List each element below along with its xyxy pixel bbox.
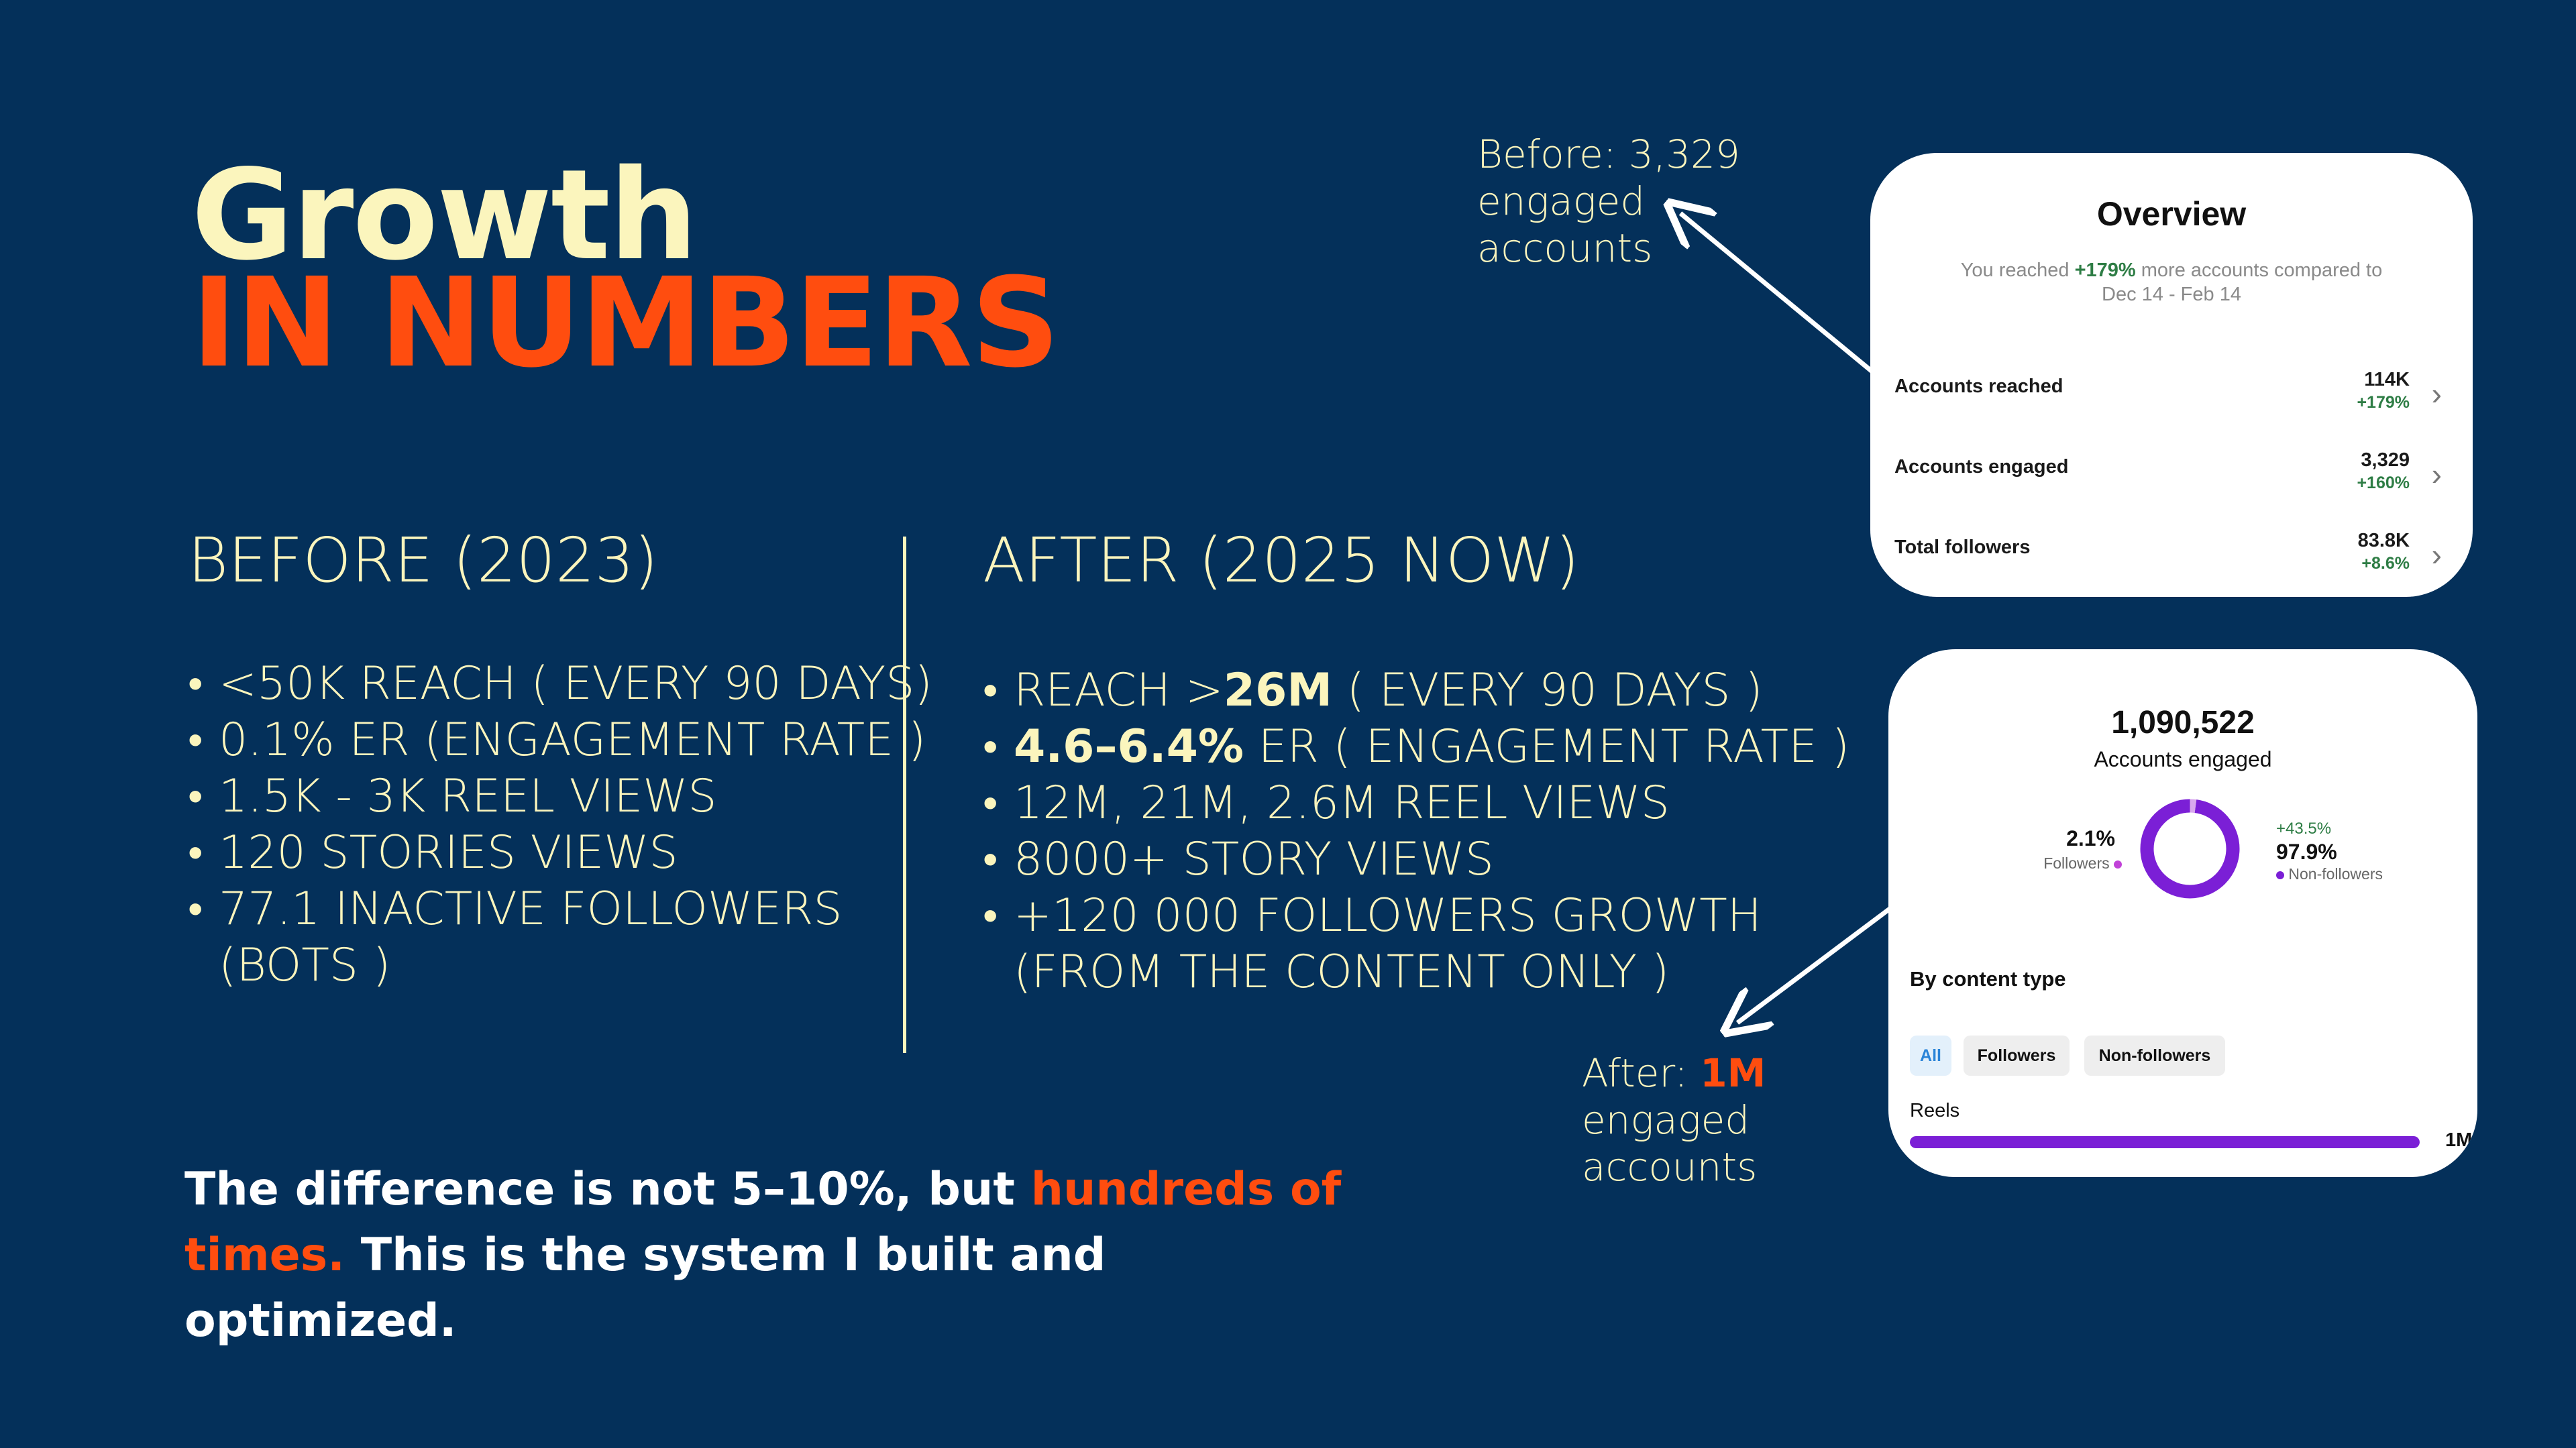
chip-followers[interactable]: Followers	[1964, 1036, 2070, 1076]
by-content-type-title: By content type	[1910, 967, 2066, 991]
before-item: 0.1% ER (ENGAGEMENT RATE )	[188, 712, 932, 769]
before-item-continued: (BOTS )	[219, 939, 391, 992]
donut-segment-followers	[2140, 799, 2240, 899]
after-item: 8000+ STORY VIEWS	[983, 832, 1849, 888]
overview-card: Overview You reached +179% more accounts…	[1870, 153, 2473, 597]
callout-after: After: 1M engaged accounts	[1582, 1050, 1766, 1190]
after-list: REACH >26M ( EVERY 90 DAYS ) 4.6–6.4% ER…	[983, 663, 1849, 1001]
followers-legend: Followers	[2043, 854, 2122, 873]
before-item: 77.1 INACTIVE FOLLOWERS	[188, 881, 932, 938]
nonfollowers-legend: Non-followers	[2276, 865, 2383, 883]
accounts-engaged-total: 1,090,522	[2111, 705, 2255, 740]
after-item: REACH >26M ( EVERY 90 DAYS )	[983, 663, 1849, 719]
engagement-donut	[2140, 799, 2240, 899]
title-line-2: IN NUMBERS	[191, 252, 1060, 395]
accounts-engaged-label: Accounts engaged	[2094, 747, 2272, 771]
metric-row-accounts-reached[interactable]: Accounts reached 114K +179% ›	[1894, 369, 2442, 412]
reels-label: Reels	[1910, 1100, 1960, 1121]
reels-value: 1M	[2445, 1129, 2473, 1151]
chevron-right-icon: ›	[2431, 376, 2442, 411]
after-item: 4.6–6.4% ER ( ENGAGEMENT RATE )	[983, 719, 1849, 775]
donut-segment-nonfollowers	[2140, 799, 2240, 899]
metric-row-accounts-engaged[interactable]: Accounts engaged 3,329 +160% ›	[1894, 449, 2442, 492]
nonfollowers-delta: +43.5%	[2276, 820, 2332, 838]
overview-subtitle: You reached +179% more accounts compared…	[1960, 260, 2383, 305]
accounts-engaged-card: 1,090,522 Accounts engaged 2.1% Follower…	[1888, 649, 2477, 1177]
before-heading: BEFORE (2023)	[188, 524, 658, 596]
title-line-1: Growth	[191, 142, 698, 288]
chip-non-followers[interactable]: Non-followers	[2084, 1036, 2225, 1076]
followers-percent: 2.1%	[2066, 826, 2115, 850]
followers-dot-icon	[2114, 860, 2122, 869]
callout-before: Before: 3,329 engaged accounts	[1477, 131, 1740, 271]
bottom-statement: The difference is not 5–10%, but hundred…	[184, 1163, 1342, 1347]
before-item: <50K REACH ( EVERY 90 DAYS)	[188, 656, 932, 712]
reels-bar-fill	[1910, 1136, 2420, 1148]
after-item: +120 000 FOLLOWERS GROWTH	[983, 888, 1849, 944]
nonfollowers-percent: 97.9%	[2276, 840, 2337, 864]
overview-title: Overview	[2096, 195, 2247, 233]
chip-all[interactable]: All	[1910, 1036, 1951, 1076]
bottom-highlight: hundreds of times.	[184, 1163, 1342, 1282]
chevron-right-icon: ›	[2431, 457, 2442, 492]
before-list: <50K REACH ( EVERY 90 DAYS) 0.1% ER (ENG…	[188, 656, 932, 994]
after-item-continued: (FROM THE CONTENT ONLY )	[1014, 946, 1670, 999]
after-item: 12M, 21M, 2.6M REEL VIEWS	[983, 775, 1849, 832]
chevron-right-icon: ›	[2431, 537, 2442, 572]
after-heading: AFTER (2025 NOW)	[983, 524, 1580, 596]
column-divider	[903, 537, 906, 1053]
metric-row-total-followers[interactable]: Total followers 83.8K +8.6% ›	[1894, 530, 2442, 573]
reels-bar	[1910, 1136, 2420, 1148]
before-item: 1.5K - 3K REEL VIEWS	[188, 769, 932, 825]
nonfollowers-dot-icon	[2276, 871, 2284, 879]
before-item: 120 STORIES VIEWS	[188, 825, 932, 881]
